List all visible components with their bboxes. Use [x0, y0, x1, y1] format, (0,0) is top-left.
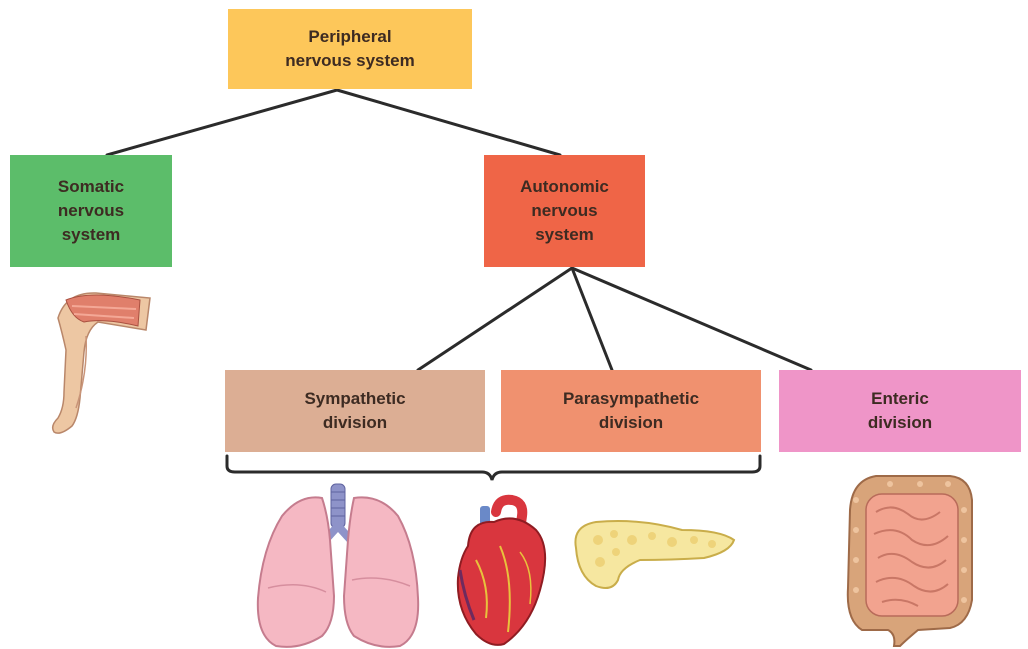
connector-peripheral-autonomic [337, 90, 560, 155]
connector-peripheral-somatic [107, 90, 337, 155]
division-bracket [227, 456, 760, 480]
leg-illustration [53, 293, 150, 433]
sympathetic-division-label: Sympathetic division [304, 387, 405, 435]
intestines-illustration [848, 476, 972, 646]
enteric-division-label: Enteric division [868, 387, 932, 435]
autonomic-nervous-system-box: Autonomic nervous system [484, 155, 645, 267]
connector-autonomic-sympathetic [418, 268, 572, 370]
somatic-nervous-system-label: Somatic nervous system [58, 175, 124, 247]
autonomic-nervous-system-label: Autonomic nervous system [520, 175, 609, 247]
parasympathetic-division-box: Parasympathetic division [501, 370, 761, 452]
peripheral-nervous-system-label: Peripheral nervous system [285, 25, 414, 73]
somatic-nervous-system-box: Somatic nervous system [10, 155, 172, 267]
parasympathetic-division-label: Parasympathetic division [563, 387, 699, 435]
connector-autonomic-enteric [572, 268, 811, 370]
pancreas-illustration [575, 521, 734, 588]
enteric-division-box: Enteric division [779, 370, 1021, 452]
sympathetic-division-box: Sympathetic division [225, 370, 485, 452]
heart-illustration [458, 500, 545, 645]
lungs-illustration [258, 484, 418, 647]
peripheral-nervous-system-box: Peripheral nervous system [228, 9, 472, 89]
